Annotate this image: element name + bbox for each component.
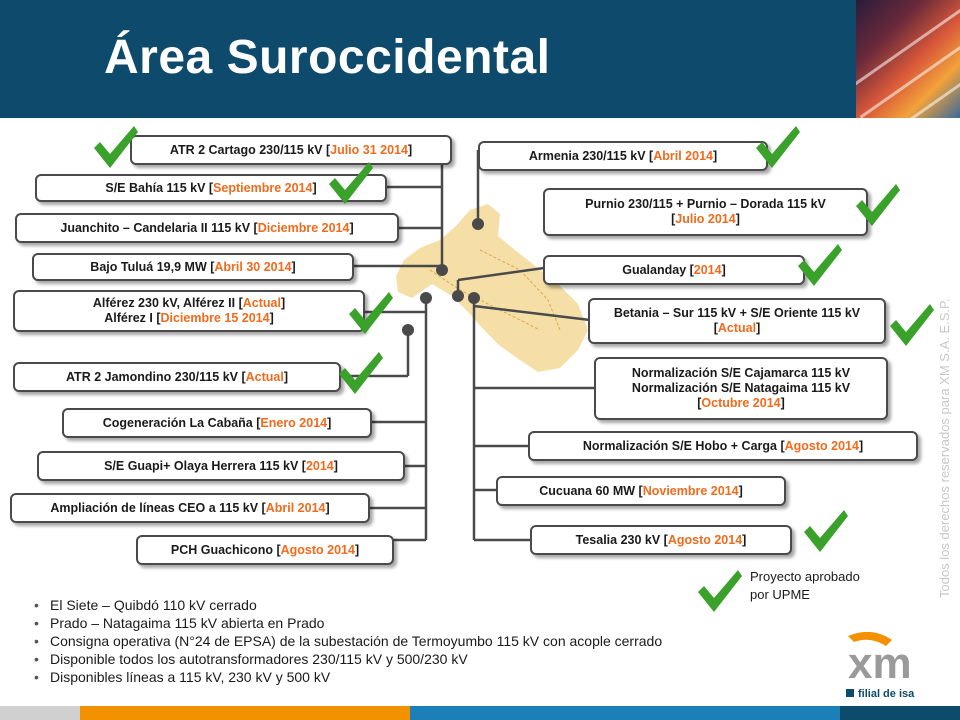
legend-label: Proyecto aprobado por UPME [750,569,860,602]
check-icon [329,162,373,204]
project-pch-guachicono: PCH Guachicono [Agosto 2014] [136,535,394,565]
project-cucuana: Cucuana 60 MW [Noviembre 2014] [496,476,786,506]
project-se-bahia: S/E Bahía 115 kV [Septiembre 2014] [35,174,387,202]
page-title: Área Suroccidental [104,31,551,84]
project-gualanday: Gualanday [2014] [543,255,805,285]
check-icon [890,304,934,346]
logo-subtitle: filial de isa [846,688,914,700]
check-icon [756,126,800,168]
list-item: El Siete – Quibdó 110 kV cerrado [34,596,662,614]
connector-lines [340,148,596,542]
check-icon [94,126,138,168]
list-item: Disponibles líneas a 115 kV, 230 kV y 50… [34,668,662,686]
project-armenia: Armenia 230/115 kV [Abril 2014] [478,141,768,171]
project-atr2-cartago: ATR 2 Cartago 230/115 kV [Julio 31 2014] [130,135,452,165]
list-item: Prado – Natagaima 115 kV abierta en Prad… [34,614,662,632]
list-item: Consigna operativa (N°24 de EPSA) de la … [34,632,662,650]
project-normalizacion-cajamarca-natagaima: Normalización S/E Cajamarca 115 kV Norma… [594,357,888,420]
diagram-area [0,118,960,598]
project-se-guapi-olaya-herrera: S/E Guapi+ Olaya Herrera 115 kV [2014] [37,451,405,481]
legend-check-icon [698,570,742,612]
xm-logo: xm [848,631,912,688]
project-ampliacion-lineas-ceo: Ampliación de líneas CEO a 115 kV [Abril… [10,493,370,523]
project-bajo-tulua: Bajo Tuluá 19,9 MW [Abril 30 2014] [32,253,354,281]
project-atr2-jamondino: ATR 2 Jamondino 230/115 kV [Actual] [13,362,341,392]
check-icon [349,292,393,334]
check-icon [804,510,848,552]
project-alferez: Alférez 230 kV, Alférez II [Actual] Alfé… [13,290,365,332]
header-photo [856,0,960,118]
list-item: Disponible todos los autotransformadores… [34,650,662,668]
check-icon [856,184,900,226]
header-banner: Área Suroccidental [0,0,960,118]
project-juanchito-candelaria: Juanchito – Candelaria II 115 kV [Diciem… [15,213,399,243]
copyright-text: Todos los derechos reservados para XM S.… [937,298,952,598]
project-cogeneracion-la-cabana: Cogeneración La Cabaña [Enero 2014] [62,408,372,438]
project-purnio: Purnio 230/115 + Purnio – Dorada 115 kV … [543,188,868,236]
footer-bar [0,706,960,720]
check-icon [798,244,842,286]
notes-list: El Siete – Quibdó 110 kV cerrado Prado –… [34,596,662,686]
project-betania-sur: Betania – Sur 115 kV + S/E Oriente 115 k… [588,298,886,344]
project-normalizacion-hobo: Normalización S/E Hobo + Carga [Agosto 2… [528,431,918,461]
project-tesalia: Tesalia 230 kV [Agosto 2014] [530,525,792,555]
check-icon [339,352,383,394]
svg-text:xm: xm [848,639,912,688]
